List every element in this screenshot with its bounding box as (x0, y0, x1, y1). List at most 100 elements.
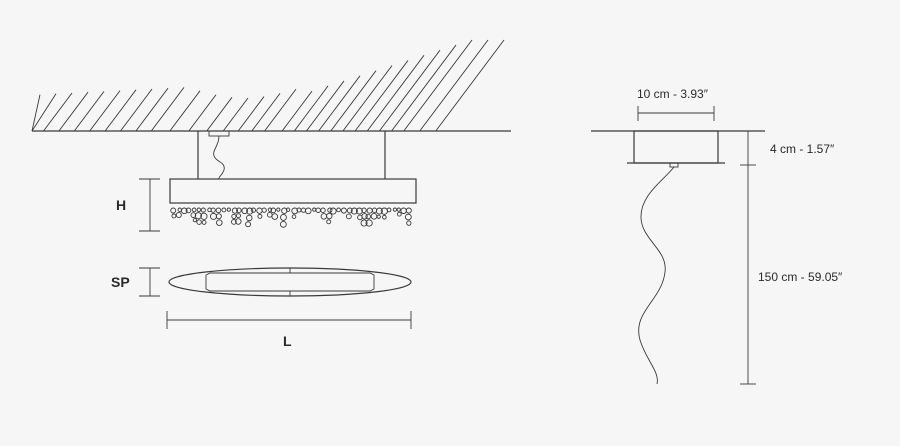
hatch-line (379, 49, 441, 132)
spacing-label: SP (111, 274, 130, 290)
hatch-line (435, 39, 505, 132)
crystal-bead (194, 212, 202, 220)
hatch-line (237, 96, 265, 132)
cable-length-label: 150 cm - 59.05″ (758, 270, 843, 284)
crystal-bead (370, 213, 378, 220)
fixture-body (169, 178, 417, 204)
hatch-line (318, 75, 361, 132)
crystal-bead (231, 213, 237, 219)
crystal-bead (366, 207, 373, 214)
hatch-line (293, 85, 329, 132)
crystal-bead (177, 207, 182, 212)
crystal-bead (360, 219, 368, 227)
hatch-line (135, 87, 169, 132)
crystal-bead (300, 207, 307, 213)
crystal-bead (231, 207, 238, 214)
crystal-bead (376, 214, 381, 219)
crystal-bead (200, 207, 206, 213)
length-label: L (283, 333, 292, 349)
crystal-bead (256, 207, 263, 214)
crystal-bead (216, 219, 223, 226)
crystal-bead (261, 207, 267, 213)
crystal-bead (336, 207, 341, 213)
hatch-line (342, 65, 393, 132)
crystal-bead (236, 213, 241, 219)
hatch-line (222, 97, 249, 132)
hatch-line (58, 91, 89, 132)
crystal-bead (396, 207, 401, 212)
length-dimension (166, 311, 412, 329)
crystal-bead (196, 219, 202, 225)
crystal-bead (246, 214, 253, 222)
hatch-line (251, 93, 281, 132)
crystal-pendants (170, 207, 412, 228)
crystal-bead (304, 207, 312, 215)
crystal-bead (221, 207, 227, 213)
crystal-bead (181, 207, 188, 215)
hatch-line (73, 91, 105, 132)
crystal-bead (276, 207, 281, 212)
crystal-bead (267, 207, 273, 212)
crystal-bead (192, 218, 198, 223)
crystal-bead (406, 220, 412, 226)
hatch-line (354, 60, 409, 132)
crystal-bead (209, 212, 218, 220)
crystal-bead (215, 213, 222, 220)
crystal-bead (257, 213, 263, 219)
power-cable-left-view (213, 135, 225, 180)
hatch-line (306, 80, 345, 132)
hatch-line (188, 94, 217, 132)
hatch-line (104, 89, 137, 132)
crystal-bead (315, 207, 321, 213)
crystal-bead (175, 212, 182, 218)
hatch-line (264, 88, 297, 132)
crystal-bead (279, 220, 287, 228)
crystal-bead (185, 207, 192, 214)
crystal-bead (271, 213, 279, 220)
crystal-bead (355, 207, 363, 215)
crystal-bead (196, 207, 202, 213)
crystal-bead (396, 211, 402, 217)
crystal-bead (245, 221, 251, 228)
crystal-bead (226, 207, 231, 212)
crystal-bead (345, 213, 352, 220)
canopy-width-label: 10 cm - 3.93″ (637, 87, 709, 101)
hatch-line (419, 39, 489, 132)
crystal-bead (327, 207, 333, 213)
crystal-bead (312, 207, 317, 212)
hatch-line (31, 93, 57, 132)
crystal-bead (201, 220, 207, 225)
crystal-bead (326, 219, 332, 225)
canopy-left-view (208, 130, 230, 137)
cable-connector (669, 162, 679, 168)
fixture-top-view-inner (205, 272, 375, 292)
crystal-bead (365, 219, 373, 227)
hatch-line (366, 55, 425, 132)
crystal-bead (382, 214, 387, 220)
crystal-bead (329, 207, 337, 215)
hatch-line (403, 39, 473, 132)
hatch-line (89, 90, 121, 132)
crystal-bead (235, 218, 242, 225)
crystal-bead (210, 207, 216, 213)
crystal-bead (375, 207, 383, 215)
crystal-bead (291, 214, 297, 219)
crystal-bead (270, 207, 277, 214)
canopy-side-view (633, 130, 719, 164)
crystal-bead (191, 207, 197, 213)
crystal-bead (340, 207, 347, 214)
crystal-bead (361, 207, 367, 213)
crystal-bead (346, 207, 353, 214)
hatch-line (31, 94, 41, 132)
hatch-line (43, 92, 73, 132)
hatch-line (150, 87, 185, 132)
hatch-line (391, 44, 457, 132)
crystal-bead (170, 207, 177, 214)
crystal-bead (215, 207, 222, 214)
ceiling-hatch (31, 39, 505, 132)
crystal-bead (241, 207, 248, 215)
crystal-bead (326, 212, 333, 220)
crystal-bead (365, 213, 371, 220)
crystal-bead (291, 207, 299, 215)
